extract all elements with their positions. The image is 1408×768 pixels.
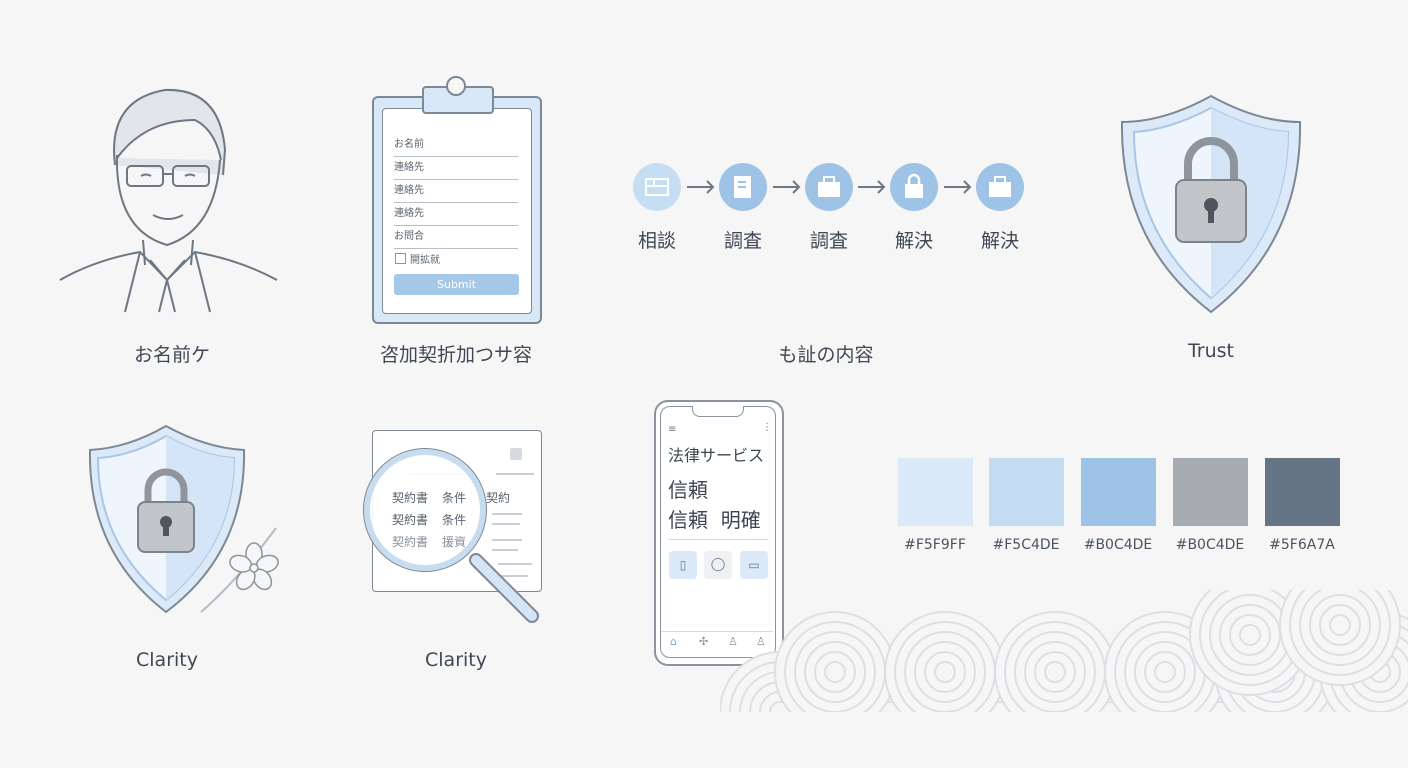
shield-lock-sakura-icon xyxy=(88,424,279,614)
arrow-icons xyxy=(687,180,972,194)
home-icon[interactable]: ⌂ xyxy=(670,635,677,648)
form-field-inquiry[interactable]: お問合 xyxy=(394,230,518,249)
form-field-contact-2[interactable]: 連絡先 xyxy=(394,184,518,203)
phone-mockup xyxy=(654,400,784,666)
step-label: 解決 xyxy=(980,230,1020,252)
swatch-label: #F5C4DE xyxy=(992,537,1060,553)
process-caption: も訨の内容 xyxy=(778,344,874,366)
chat-icon-button[interactable]: ◯ xyxy=(704,551,732,579)
submit-button[interactable]: Submit xyxy=(394,274,519,295)
lens-text: 契約書 xyxy=(392,535,429,549)
lens-text: 契約書 xyxy=(392,491,429,505)
form-field-name[interactable]: お名前 xyxy=(394,138,518,157)
color-swatch xyxy=(898,458,973,526)
shield-lock-icon xyxy=(1120,94,1302,314)
portrait-caption: お名前ケ xyxy=(133,344,211,366)
step-label: 調査 xyxy=(809,230,849,252)
color-swatch xyxy=(1081,458,1156,526)
step-label: 調査 xyxy=(723,230,763,252)
trust-caption: Trust xyxy=(1187,340,1235,362)
phone-divider xyxy=(668,539,768,540)
wave-arc xyxy=(1279,590,1401,686)
clarity-search-caption: Clarity xyxy=(425,649,487,671)
step-label: 相談 xyxy=(637,230,677,252)
step-5-briefcase-icon xyxy=(976,163,1024,211)
phone-line1: 信頼 xyxy=(668,478,708,502)
form-checkbox-label: 開拡就 xyxy=(410,255,440,266)
swatch-label: #B0C4DE xyxy=(1083,537,1153,553)
account-icon[interactable]: ♙ xyxy=(756,635,766,648)
seigaiha-wave-pattern xyxy=(720,590,1408,712)
step-2-document-icon xyxy=(719,163,767,211)
step-1-form-icon xyxy=(633,163,681,211)
step-4-lock-icon xyxy=(890,163,938,211)
phone-line2: 信頼 明確 xyxy=(668,508,761,532)
wave-arc xyxy=(994,611,1116,712)
clarity-caption: Clarity xyxy=(136,649,198,671)
wave-arc xyxy=(774,611,896,712)
process-flow xyxy=(633,163,1024,211)
swatch-label: #B0C4DE xyxy=(1175,537,1245,553)
document-text: 契約 xyxy=(486,491,511,505)
document-stamp xyxy=(510,448,522,460)
form-field-contact[interactable]: 連絡先 xyxy=(394,161,518,180)
form-checkbox[interactable] xyxy=(395,253,406,264)
lens-text: 条件 xyxy=(442,513,467,527)
color-swatch xyxy=(989,458,1064,526)
menu-icon[interactable]: ≡ xyxy=(668,424,677,435)
form-field-contact-3[interactable]: 連絡先 xyxy=(394,207,518,226)
services-icon[interactable]: ✣ xyxy=(699,635,709,648)
lawyer-portrait-illustration xyxy=(59,88,278,313)
phone-tabbar-divider xyxy=(661,631,773,632)
color-swatch xyxy=(1173,458,1248,526)
lens-text: 契約書 xyxy=(392,513,429,527)
clipboard-clip-ring xyxy=(446,76,466,96)
step-3-briefcase-icon xyxy=(805,163,853,211)
profile-card-icon-button[interactable]: ▭ xyxy=(740,551,768,579)
document-icon-button[interactable]: ▯ xyxy=(669,551,697,579)
form-caption: 咨加契折加つサ容 xyxy=(379,344,533,366)
document-lines xyxy=(410,473,539,623)
lens-text: 援資 xyxy=(442,535,467,549)
phone-title: 法律サービス xyxy=(668,446,765,465)
lens-text: 条件 xyxy=(442,491,467,505)
phone-notch xyxy=(692,406,744,417)
swatch-label: #5F6A7A xyxy=(1269,537,1335,553)
user-icon[interactable]: ♙ xyxy=(728,635,738,648)
swatch-label: #F5F9FF xyxy=(904,537,966,553)
step-label: 解決 xyxy=(894,230,934,252)
wave-arc xyxy=(884,611,1006,712)
color-swatch xyxy=(1265,458,1340,526)
more-icon[interactable]: ⋮ xyxy=(762,422,772,433)
magnifier-lens-icon[interactable] xyxy=(363,448,487,572)
